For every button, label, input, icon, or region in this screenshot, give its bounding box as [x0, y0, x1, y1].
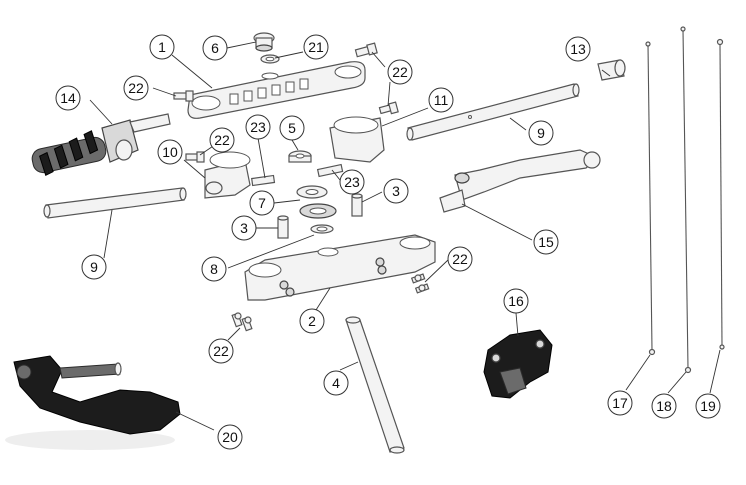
steering-stem-nut: [253, 32, 275, 52]
callout-22b: 22: [387, 59, 413, 85]
svg-text:21: 21: [308, 39, 324, 55]
callout-6: 6: [202, 35, 228, 61]
svg-text:7: 7: [258, 195, 266, 211]
callout-5: 5: [279, 115, 305, 141]
svg-text:17: 17: [612, 395, 628, 411]
svg-text:3: 3: [240, 220, 248, 236]
svg-text:6: 6: [211, 40, 219, 56]
svg-text:22: 22: [452, 251, 468, 267]
brake-lever: [439, 149, 601, 213]
throttle-grip: [31, 113, 171, 176]
washer-21: [260, 54, 280, 64]
callout-15: 15: [533, 229, 559, 255]
washer-stack-7: [296, 185, 337, 234]
callout-9a: 9: [81, 254, 107, 280]
callout-2: 2: [299, 308, 325, 334]
steering-stem: [345, 316, 405, 454]
svg-text:22: 22: [213, 343, 229, 359]
pin-3-left: [277, 215, 289, 239]
callout-10: 10: [157, 139, 183, 165]
svg-text:9: 9: [537, 125, 545, 141]
bolt-23-right: [316, 163, 344, 178]
upper-triple-clamp: [187, 61, 366, 119]
svg-text:23: 23: [250, 119, 266, 135]
svg-text:19: 19: [700, 398, 716, 414]
callout-3b: 3: [383, 178, 409, 204]
svg-text:2: 2: [308, 313, 316, 329]
callout-22e: 22: [208, 338, 234, 364]
svg-text:22: 22: [392, 64, 408, 80]
cable-19: [716, 38, 725, 350]
svg-text:5: 5: [288, 120, 296, 136]
svg-text:14: 14: [60, 90, 76, 106]
callout-4: 4: [323, 370, 349, 396]
callout-22c: 22: [209, 127, 235, 153]
right-handlebar-clamp: [329, 116, 385, 163]
bolt-23-left: [251, 174, 276, 187]
svg-text:3: 3: [392, 183, 400, 199]
callout-20: 20: [217, 424, 243, 450]
callout-3a: 3: [231, 215, 257, 241]
svg-text:9: 9: [90, 259, 98, 275]
callout-22a: 22: [123, 75, 149, 101]
lever-guard: [5, 355, 181, 450]
svg-text:8: 8: [210, 261, 218, 277]
svg-text:4: 4: [332, 375, 340, 391]
handlebar-tube-left: [43, 187, 187, 219]
cable-17: [645, 41, 656, 356]
bolt-22-cluster-left: [231, 312, 253, 332]
cable-18: [680, 26, 692, 374]
callout-16: 16: [503, 288, 529, 314]
callout-23b: 23: [339, 169, 365, 195]
svg-text:10: 10: [162, 144, 178, 160]
callout-18: 18: [651, 393, 677, 419]
svg-text:23: 23: [344, 174, 360, 190]
left-handlebar-clamp: [204, 151, 251, 199]
handlebar-tube-right: [406, 83, 580, 141]
callout-21: 21: [303, 34, 329, 60]
switch-housing: [483, 329, 553, 399]
bolt-22-mid: [378, 101, 399, 115]
callout-13: 13: [565, 36, 591, 62]
svg-text:18: 18: [656, 398, 672, 414]
svg-text:16: 16: [508, 293, 524, 309]
bolt-22-cluster-right: [410, 273, 430, 294]
svg-text:11: 11: [434, 92, 449, 108]
pin-3-right: [351, 193, 363, 217]
svg-text:1: 1: [158, 39, 166, 55]
callout-11: 11: [428, 87, 454, 113]
callout-22d: 22: [447, 246, 473, 272]
callout-1: 1: [149, 34, 175, 60]
svg-text:20: 20: [222, 429, 238, 445]
svg-text:15: 15: [538, 234, 554, 250]
callout-17: 17: [607, 390, 633, 416]
bolt-22-top-left: [173, 90, 194, 102]
callout-7: 7: [249, 190, 275, 216]
svg-text:13: 13: [570, 41, 586, 57]
callout-8: 8: [201, 256, 227, 282]
nut-5: [288, 150, 312, 163]
callout-23a: 23: [245, 114, 271, 140]
callout-9b: 9: [528, 120, 554, 146]
leader-lines: [89, 41, 721, 431]
lower-triple-clamp: [244, 234, 436, 301]
svg-text:22: 22: [214, 132, 230, 148]
bar-end-weight: [597, 59, 626, 81]
svg-text:22: 22: [128, 80, 144, 96]
bolt-22-left-clamp: [185, 151, 205, 163]
callout-19: 19: [695, 393, 721, 419]
callout-14: 14: [55, 85, 81, 111]
